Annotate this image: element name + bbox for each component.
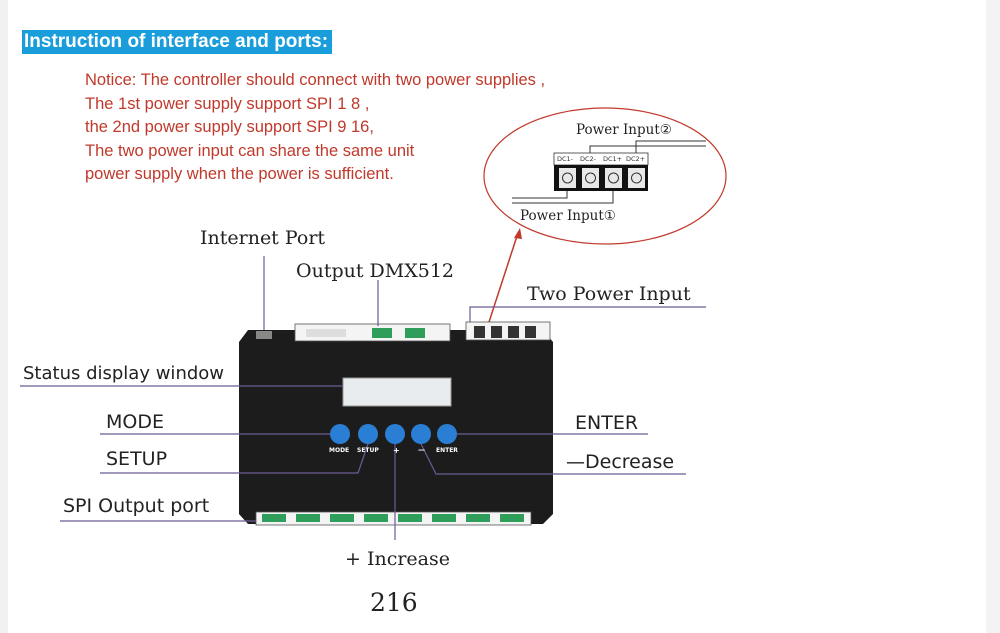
notice-line: The two power input can share the same u… <box>85 141 415 160</box>
power-input-2-label: Power Input② <box>576 122 672 138</box>
controller-device <box>239 321 553 526</box>
plus-button-label: + <box>393 446 400 455</box>
two-power-input-leader <box>469 306 706 322</box>
notice-line: Notice: The controller should connect wi… <box>85 71 546 89</box>
notice-line: power supply when the power is sufficien… <box>85 165 394 183</box>
enter-button <box>437 424 457 444</box>
setup-leader <box>100 443 369 474</box>
power-input-2-wire <box>589 145 706 153</box>
section-title: Instruction of interface and ports: <box>22 30 333 54</box>
power-input-1-label: Power Input① <box>520 208 616 224</box>
decrease-button <box>411 424 431 444</box>
notice-line: The 1st power supply support SPI 1 8 , <box>85 94 370 113</box>
mode-label: MODE <box>106 411 164 433</box>
setup-button <box>358 424 378 444</box>
mode-button <box>330 424 350 444</box>
minus-button-label: — <box>418 446 425 454</box>
spi-output-port-label: SPI Output port <box>63 495 210 517</box>
callout-arrowhead <box>514 228 522 239</box>
callout-arrow <box>488 232 519 323</box>
output-dmx512-label: Output DMX512 <box>296 260 455 282</box>
notice-block: Notice: The controller should connect wi… <box>85 69 545 187</box>
status-display-window-label: Status display window <box>23 363 225 384</box>
enter-label: ENTER <box>575 412 639 434</box>
terminal-label: DC1+ <box>603 155 623 163</box>
notice-line: the 2nd power supply support SPI 9 16, <box>85 118 374 136</box>
terminal-label: DC2- <box>580 155 597 163</box>
leader-lines <box>20 256 706 540</box>
power-terminal-block <box>553 152 649 191</box>
terminal-label: DC1- <box>557 155 574 163</box>
decrease-leader <box>420 443 686 475</box>
left-margin-strip <box>0 0 8 633</box>
enter-button-label: ENTER <box>436 447 458 454</box>
mode-button-label: MODE <box>329 447 350 454</box>
increase-button <box>385 424 405 444</box>
two-power-input-label: Two Power Input <box>527 283 691 305</box>
power-input-2-wire <box>635 140 706 153</box>
internet-port-label: Internet Port <box>200 227 326 249</box>
power-input-1-wire <box>512 191 614 204</box>
terminal-label: DC2+ <box>626 155 646 163</box>
page-number: 216 <box>370 588 418 617</box>
setup-label: SETUP <box>106 448 168 470</box>
power-input-1-wire <box>512 191 568 199</box>
right-margin-strip <box>986 0 1000 633</box>
decrease-label: —Decrease <box>566 451 675 473</box>
increase-label: + Increase <box>345 548 450 570</box>
setup-button-label: SETUP <box>357 447 379 454</box>
power-detail-callout <box>483 107 727 245</box>
